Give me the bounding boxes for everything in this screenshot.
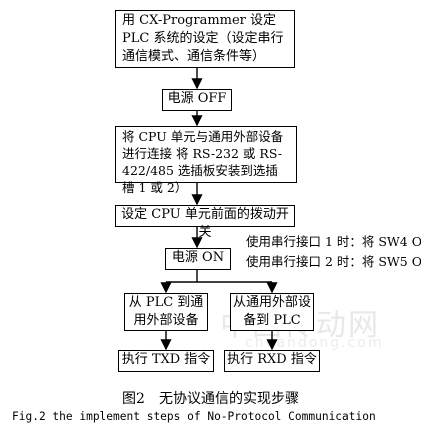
branch-device-to-plc-text: 从通用外部设备到 PLC [232, 295, 311, 328]
figure-caption-chinese: 图2 无协议通信的实现步骤 [122, 391, 299, 407]
step-setup-text: 用 CX-Programmer 设定 PLC 系统的设定（设定串行通信模式、通信… [122, 13, 284, 64]
branch-box-plc-to-device: 从 PLC 到通用外部设备 [124, 293, 208, 331]
exec-box-rxd: 执行 RXD 指令 [224, 350, 320, 372]
figure-caption-english: Fig.2 the implement steps of No-Protocol… [12, 410, 376, 423]
step-connect-text: 将 CPU 单元与通用外部设备进行连接 将 RS-232 或 RS-422/48… [122, 129, 284, 195]
step-power-on-text: 电源 ON [171, 250, 225, 265]
step-dip-switch-text: 设定 CPU 单元前面的拨动开关 [121, 207, 289, 240]
exec-txd-text: 执行 TXD 指令 [121, 352, 211, 367]
step-box-power-off: 电源 OFF [162, 89, 232, 111]
step-power-off-text: 电源 OFF [167, 91, 227, 106]
watermark-url: chuandong.com [245, 335, 384, 351]
step-box-setup: 用 CX-Programmer 设定 PLC 系统的设定（设定串行通信模式、通信… [115, 10, 295, 68]
step-box-connect: 将 CPU 单元与通用外部设备进行连接 将 RS-232 或 RS-422/48… [115, 126, 297, 195]
step-box-dip-switch: 设定 CPU 单元前面的拨动开关 [115, 205, 295, 240]
step-box-power-on: 电源 ON [165, 248, 231, 270]
note-serial-port-2: 使用串行接口 2 时：将 SW5 OFF [246, 254, 421, 269]
branch-box-device-to-plc: 从通用外部设备到 PLC [230, 293, 314, 331]
exec-box-txd: 执行 TXD 指令 [118, 350, 214, 372]
note-serial-port-1: 使用串行接口 1 时：将 SW4 OFF [246, 234, 421, 249]
branch-plc-to-device-text: 从 PLC 到通用外部设备 [128, 295, 204, 328]
exec-rxd-text: 执行 RXD 指令 [227, 352, 317, 367]
